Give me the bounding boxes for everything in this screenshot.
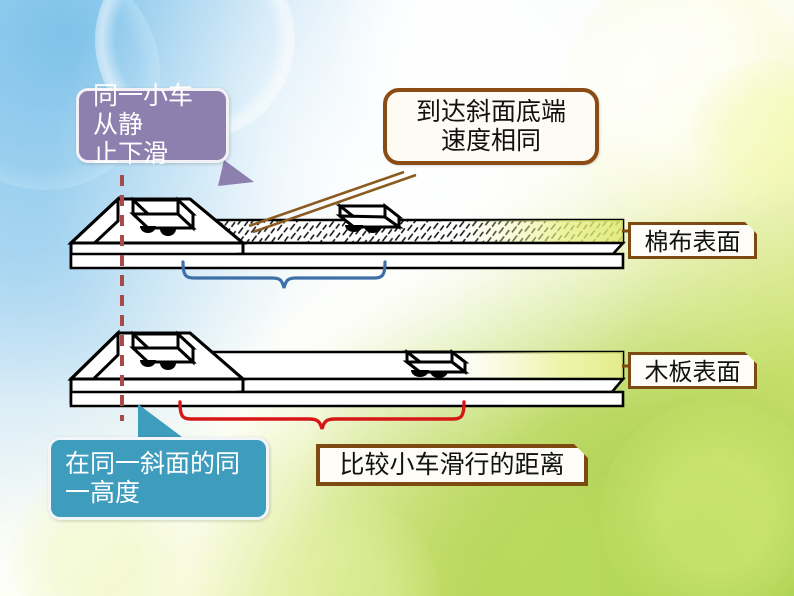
callout-compare-distance[interactable]: 比较小车滑行的距离 — [316, 444, 588, 486]
callout-compare-distance-text: 比较小车滑行的距离 — [339, 450, 565, 479]
callout-same-cart-from-rest-text: 同一小车从静 止下滑 — [93, 81, 194, 168]
callout-same-cart-from-rest[interactable]: 同一小车从静 止下滑 — [76, 81, 229, 168]
label-wood-board-surface-text: 木板表面 — [644, 357, 741, 386]
callout-same-speed-at-bottom[interactable]: 到达斜面底端 速度相同 — [383, 88, 599, 165]
callout-same-height-same-ramp-text: 在同一斜面的同 一高度 — [65, 448, 241, 507]
callout-same-speed-at-bottom-text: 到达斜面底端 速度相同 — [415, 96, 566, 155]
label-cotton-cloth-surface[interactable]: 棉布表面 — [628, 222, 757, 259]
label-cotton-cloth-surface-text: 棉布表面 — [644, 227, 741, 256]
label-wood-board-surface[interactable]: 木板表面 — [628, 352, 757, 389]
callout-same-height-same-ramp[interactable]: 在同一斜面的同 一高度 — [48, 437, 269, 520]
